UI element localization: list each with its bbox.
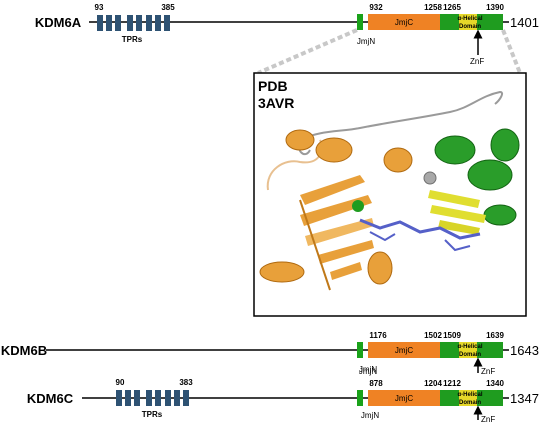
svg-text:Domain: Domain: [459, 24, 481, 30]
jmjc-end-position: 1204: [424, 379, 442, 388]
tpr-start-position: 90: [116, 378, 125, 387]
tpr-end-position: 383: [179, 378, 193, 387]
helical-end-position: 1639: [486, 331, 504, 340]
protein-name: KDM6B: [1, 343, 47, 358]
tpr-end-position: 385: [161, 3, 175, 12]
protein-length: 1643: [510, 343, 539, 358]
helical-label: α-Helical: [457, 392, 482, 398]
jmjc-end-position: 1258: [424, 3, 442, 12]
jmjn-label: JmjN: [361, 411, 379, 420]
jmjc-start-position: 1176: [369, 331, 387, 340]
helical-domain-right: [477, 342, 503, 358]
helical-start-position: 1509: [443, 331, 461, 340]
znf-region: [459, 390, 477, 406]
znf-region: [459, 342, 477, 358]
jmjc-end-position: 1502: [424, 331, 442, 340]
jmjn-domain: [357, 390, 363, 406]
jmjc-domain: [368, 14, 440, 30]
protein-length: 1347: [510, 391, 539, 406]
helical-domain-left: [440, 342, 459, 358]
jmjc-label: JmjC: [395, 18, 413, 27]
structure-panel: PDB 3AVR: [253, 72, 527, 317]
helical-label: α-Helical: [457, 344, 482, 350]
zoom-line-left: [257, 28, 358, 75]
zoom-line-right: [501, 29, 522, 74]
znf-label: ZnF: [481, 415, 495, 424]
jmjc-label: JmjC: [395, 394, 413, 403]
jmjc-start-position: 878: [369, 379, 383, 388]
kdm6c-track: KDM6C 90 383 TPRs JmjC α-Helical Domain …: [27, 367, 539, 424]
jmjc-start-position: 932: [369, 3, 383, 12]
helical-domain-right: [477, 390, 503, 406]
kdm6a-track: KDM6A 93 385 TPRs JmjN JmjC α-Helical Do…: [35, 3, 539, 66]
znf-region: [459, 14, 477, 30]
tpr-repeats: [97, 15, 170, 31]
protein-ribbon: [259, 90, 520, 291]
znf-label: ZnF: [481, 367, 495, 376]
protein-name: KDM6C: [27, 391, 74, 406]
helical-start-position: 1212: [443, 379, 461, 388]
jmjn-label: JmjN: [357, 37, 375, 46]
tpr-repeats: [116, 390, 189, 406]
protein-length: 1401: [510, 15, 539, 30]
helical-domain-left: [440, 390, 459, 406]
jmjn-domain: [357, 342, 363, 358]
helical-label: α-Helical: [457, 16, 482, 22]
jmjn-label: JmjN: [359, 365, 377, 374]
tpr-label: TPRs: [122, 35, 143, 44]
protein-name: KDM6A: [35, 15, 82, 30]
tpr-start-position: 93: [95, 3, 104, 12]
kdm6b-track: KDM6B JmjC α-Helical Domain 1643 1176 15…: [1, 331, 539, 376]
helical-start-position: 1265: [443, 3, 461, 12]
tpr-label: TPRs: [142, 410, 163, 419]
jmjc-domain: [368, 342, 440, 358]
helical-domain-right: [477, 14, 503, 30]
jmjn-domain: [357, 14, 363, 30]
jmjc-domain: [368, 390, 440, 406]
svg-text:Domain: Domain: [459, 352, 481, 358]
helical-end-position: 1340: [486, 379, 504, 388]
jmjn-label-top: JmjN: [359, 367, 377, 376]
pdb-label: PDB: [258, 78, 288, 94]
helical-end-position: 1390: [486, 3, 504, 12]
svg-text:Domain: Domain: [459, 400, 481, 406]
jmjc-label: JmjC: [395, 346, 413, 355]
helical-domain-left: [440, 14, 459, 30]
pdb-id: 3AVR: [258, 95, 294, 111]
znf-label: ZnF: [470, 57, 484, 66]
